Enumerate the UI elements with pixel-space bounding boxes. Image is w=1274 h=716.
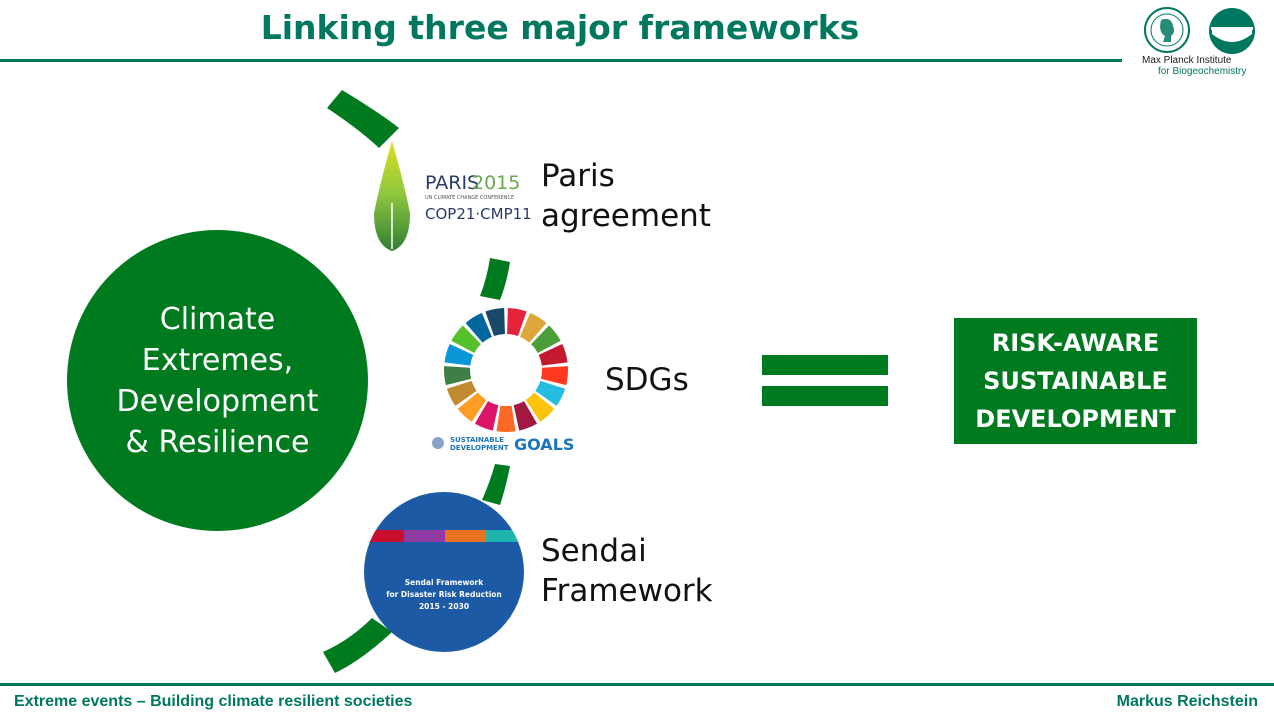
- paris-logo-word: PARIS: [425, 172, 479, 194]
- sdg-wheel-segment: [525, 392, 555, 422]
- footer-divider: [0, 683, 1274, 686]
- sdg-wheel-segment: [520, 312, 547, 343]
- sdg-wheel-segment: [531, 325, 561, 353]
- sendai-logo-line1: Sendai Framework: [405, 578, 485, 587]
- paris-logo-year: 2015: [472, 172, 520, 194]
- sdg-wheel-segment: [446, 380, 477, 406]
- title-divider: [0, 59, 1122, 62]
- sdg-wheel-segment: [485, 308, 505, 337]
- sdg-wheel-segment: [457, 392, 487, 422]
- sdg-wheel-segment: [474, 401, 499, 431]
- leaf-icon: [374, 141, 410, 251]
- mpi-bgc-logo-icon: [1209, 8, 1255, 54]
- minerva-seal-icon: [1144, 7, 1190, 53]
- sdg-text-development: DEVELOPMENT: [450, 444, 509, 452]
- footer-talk-title: Extreme events – Building climate resili…: [14, 693, 413, 710]
- sdg-wordmark: SUSTAINABLE DEVELOPMENT GOALS: [432, 435, 574, 454]
- sdg-wheel-icon: [444, 308, 568, 432]
- sdg-wheel-segment: [444, 366, 472, 386]
- slide-title: Linking three major frameworks: [260, 8, 860, 47]
- sdg-wheel-segment: [444, 344, 474, 366]
- equals-sign-icon-top: [762, 355, 888, 375]
- sdg-wheel-segment: [507, 308, 527, 337]
- sdgs-label: SDGs: [605, 362, 689, 398]
- sdg-wheel-segment: [451, 325, 481, 353]
- sdg-wheel-segment: [496, 405, 516, 432]
- institute-subtitle: for Biogeochemistry: [1158, 66, 1247, 77]
- sdg-wheel-segment: [513, 401, 538, 431]
- paris-logo-cop: COP21·CMP11: [425, 205, 532, 223]
- footer-author: Markus Reichstein: [1116, 693, 1258, 710]
- institute-name: Max Planck Institute: [1142, 55, 1232, 66]
- sdg-text-sustainable: SUSTAINABLE: [450, 436, 504, 444]
- equals-sign-icon-bottom: [762, 386, 888, 406]
- sdg-wheel-segment: [465, 312, 492, 343]
- paris-2015-logo: PARIS 2015 UN CLIMATE CHANGE CONFERENCE …: [374, 141, 532, 251]
- sdg-wheel-segment: [535, 380, 566, 406]
- sendai-logo-line3: 2015 - 2030: [419, 602, 469, 611]
- sendai-framework-logo: Sendai Framework for Disaster Risk Reduc…: [364, 492, 524, 652]
- paris-logo-conference: UN CLIMATE CHANGE CONFERENCE: [425, 195, 514, 201]
- sdg-text-goals: GOALS: [514, 435, 574, 454]
- sdg-wheel-segment: [540, 366, 568, 386]
- sdg-wheel-segment: [538, 344, 568, 366]
- sendai-logo-line2: for Disaster Risk Reduction: [386, 590, 502, 599]
